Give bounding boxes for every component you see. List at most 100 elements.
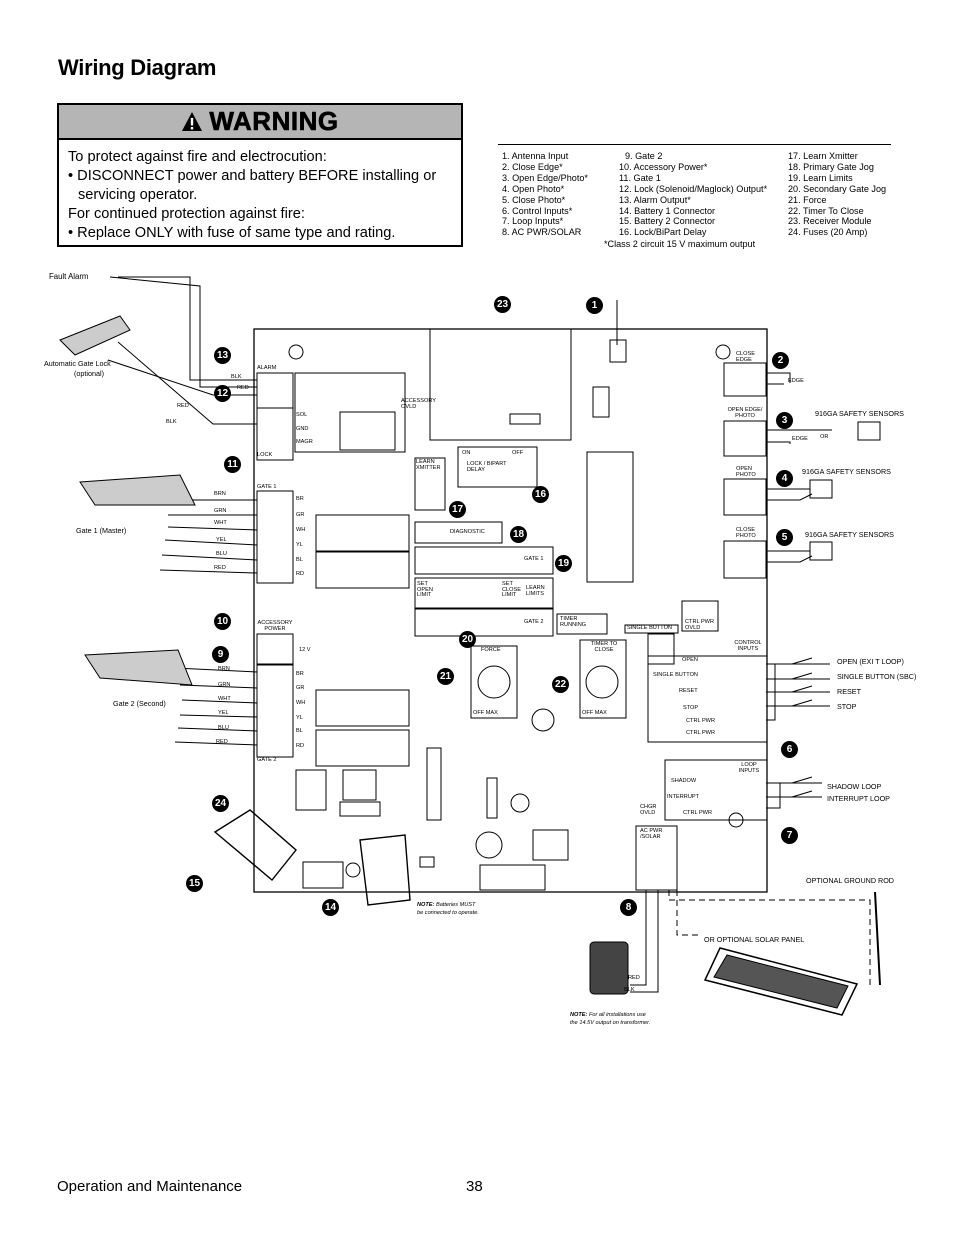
legend-item: 11. Gate 1: [619, 172, 661, 183]
callout-10: 10: [214, 613, 231, 630]
gate1-term-yl: YL: [296, 542, 303, 548]
open-edge-block: [723, 420, 767, 457]
open-exit-loop-label: OPEN (EXI T LOOP): [837, 657, 904, 666]
legend-col-2: 9. Gate 2 10. Accessory Power* 11. Gate …: [619, 151, 767, 238]
board-label: SINGLE BUTTON: [653, 672, 698, 678]
wire-color: WHT: [214, 520, 227, 526]
timer-off-max: OFF MAX: [582, 710, 607, 716]
safety-sensors-label: 916GA SAFETY SENSORS: [802, 467, 891, 476]
callout-17: 17: [449, 501, 466, 518]
board-label: LOCK: [257, 452, 273, 458]
legend-item: 20. Secondary Gate Jog: [788, 183, 887, 194]
battery2-connector: [213, 809, 297, 881]
gate1-label: Gate 1 (Master): [76, 526, 127, 535]
callout-11: 11: [224, 456, 241, 473]
board-label: SOL: [296, 412, 308, 418]
reset-label: RESET: [837, 687, 861, 696]
callout-24: 24: [212, 795, 229, 812]
callout-12: 12: [214, 385, 231, 402]
safety-sensors-label: 916GA SAFETY SENSORS: [815, 409, 904, 418]
board-label: CONTROL INPUTS: [734, 640, 762, 652]
wire-color: GRN: [218, 682, 231, 688]
battery-note: NOTE: Batteries MUST: [417, 902, 476, 908]
wire-color: BLU: [216, 551, 227, 557]
gate1-terminal-block: [256, 490, 294, 584]
legend-item: 12. Lock (Solenoid/Maglock) Output*: [619, 183, 768, 194]
legend-note: *Class 2 circuit 15 V maximum output: [604, 239, 756, 249]
callout-1: 1: [586, 297, 603, 314]
callout-23: 23: [494, 296, 511, 313]
gate1-jog-label[interactable]: GATE 1: [524, 556, 544, 562]
board-label: CTRL PWR: [683, 810, 713, 816]
callout-4: 4: [776, 470, 793, 487]
learn-limits-label[interactable]: LEARN LIMITS: [526, 585, 545, 597]
microcontroller: [586, 451, 634, 583]
legend-item: 23. Receiver Module: [788, 216, 872, 227]
wire-color: RED: [214, 565, 226, 571]
board-label: ON: [462, 450, 471, 456]
blk-wire-label: BLK: [231, 374, 242, 380]
gate1-term-bl: BL: [296, 557, 303, 563]
diagnostic-label[interactable]: DIAGNOSTIC: [450, 529, 485, 535]
legend-item: 21. Force: [788, 194, 827, 205]
warning-line: For continued protection against fire:: [68, 206, 305, 222]
legend-item: 6. Control Inputs*: [502, 205, 573, 216]
callout-16: 16: [532, 486, 549, 503]
gate2-operator: [84, 649, 193, 686]
ac-power-block: [635, 825, 678, 891]
callout-6: 6: [781, 741, 798, 758]
callout-3: 3: [776, 412, 793, 429]
or-label: OR: [820, 434, 829, 440]
wire-color: BLU: [218, 725, 229, 731]
legend-item: 9. Gate 2: [625, 151, 663, 161]
warning-line: • Replace ONLY with fuse of same type an…: [68, 225, 396, 241]
auto-gate-lock-label: Automatic Gate Lock: [44, 359, 111, 368]
optional-label: (optional): [74, 369, 104, 378]
warning-line: servicing operator.: [78, 187, 198, 203]
loop-inputs-block: [664, 759, 768, 821]
gate2-term-wh: WH: [296, 700, 306, 706]
legend-item: 14. Battery 1 Connector: [619, 205, 716, 216]
legend-item: 7. Loop Inputs*: [502, 216, 564, 227]
wire-color: YEL: [216, 537, 227, 543]
timer-to-close-label: TIMER TO CLOSE: [590, 641, 618, 653]
battery1-connector: [359, 834, 411, 906]
learn-xmitter-box: [414, 457, 446, 511]
gate1-term-br: BR: [296, 496, 304, 502]
red-wire-label: RED: [628, 975, 640, 981]
legend-item: 2. Close Edge*: [502, 161, 563, 172]
gate1-term-wh: WH: [296, 527, 306, 533]
close-edge-block: [723, 362, 767, 397]
legend-item: 8. AC PWR/SOLAR: [502, 227, 582, 238]
board-label: LEARN XMITTER: [416, 459, 441, 471]
board-label: LOCK / BIPART DELAY: [467, 461, 507, 473]
legend-item: 24. Fuses (20 Amp): [788, 227, 868, 238]
safety-sensors-label: 916GA SAFETY SENSORS: [805, 530, 894, 539]
board-label: TIMER RUNNING: [560, 616, 587, 628]
blk-wire-label: BLK: [166, 419, 177, 425]
control-board: [253, 328, 768, 893]
board-label: RESET: [679, 688, 698, 694]
force-label: FORCE: [481, 647, 501, 653]
board-label: OFF: [512, 450, 524, 456]
board-label: INTERRUPT: [667, 794, 700, 800]
single-button-sbc-label: SINGLE BUTTON (SBC): [837, 672, 917, 681]
warning-line: • DISCONNECT power and battery BEFORE in…: [68, 168, 437, 184]
gate2-term-gr: GR: [296, 685, 305, 691]
solar-panel-label: OR OPTIONAL SOLAR PANEL: [704, 935, 805, 944]
edge-label: EDGE: [788, 378, 804, 384]
page-title: Wiring Diagram: [58, 55, 217, 80]
legend-item: 13. Alarm Output*: [619, 194, 691, 205]
callout-7: 7: [781, 827, 798, 844]
gate2-jog-label[interactable]: GATE 2: [524, 619, 544, 625]
callout-15: 15: [186, 875, 203, 892]
board-label: CLOSE PHOTO: [736, 527, 756, 539]
receiver-module: [429, 328, 572, 441]
interrupt-loop-label: INTERRUPT LOOP: [827, 794, 890, 803]
gate2-term-br: BR: [296, 671, 304, 677]
legend-item: 17. Learn Xmitter: [788, 151, 858, 161]
board-label: CTRL PWR: [686, 730, 716, 736]
red-wire-label: RED: [177, 403, 189, 409]
board-label: CTRL PWR OVLD: [685, 619, 715, 631]
